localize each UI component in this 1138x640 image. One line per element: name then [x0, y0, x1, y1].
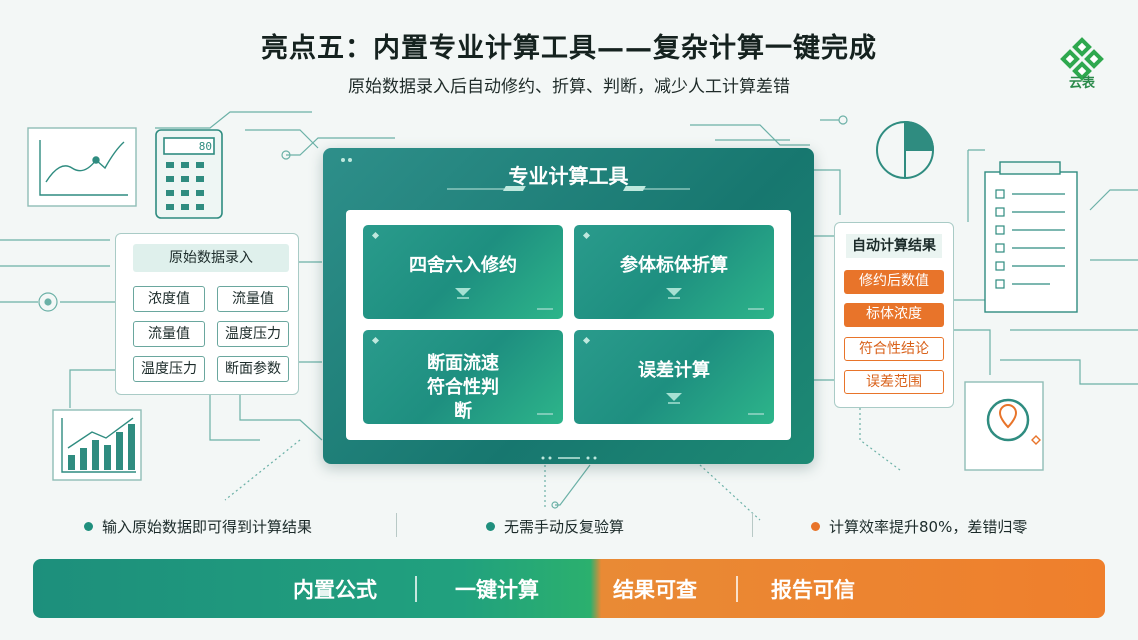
result-item: 标体浓度 [844, 303, 944, 327]
tool-rounding[interactable]: 四舍六入修约 [363, 225, 563, 319]
summary-label: 内置公式 [293, 578, 377, 602]
summary-divider [736, 576, 738, 602]
panel-dots [341, 158, 352, 162]
summary-bar [33, 559, 1105, 618]
bar-chart-card [52, 409, 142, 481]
tool-dash [537, 308, 553, 310]
tool-dash [748, 413, 764, 415]
bullet-icon [84, 522, 93, 531]
tool-label: 误差计算 [638, 360, 710, 381]
param-field[interactable]: 温度压力 [133, 356, 205, 382]
feature-divider [752, 513, 753, 537]
calculator-display: 80 [198, 140, 212, 153]
feature-item: 无需手动反复验算 [486, 516, 624, 537]
calculator-icon [155, 129, 223, 219]
param-field[interactable]: 浓度值 [133, 286, 205, 312]
summary-label: 一键计算 [455, 578, 539, 602]
param-field[interactable]: 流量值 [133, 321, 205, 347]
tool-label: 四舍六入修约 [409, 255, 517, 276]
tool-flow-check[interactable]: 断面流速符合性判断 [363, 330, 563, 424]
pie-chart-icon [876, 120, 935, 179]
raw-data-heading: 原始数据录入 [133, 244, 289, 272]
tool-label: 参体标体折算 [620, 255, 728, 276]
result-item: 误差范围 [844, 370, 944, 394]
summary-label: 报告可信 [771, 578, 855, 602]
feature-item: 输入原始数据即可得到计算结果 [84, 516, 312, 537]
chevron-down-icon [666, 288, 682, 299]
panel-title-underline [447, 186, 690, 191]
diamond-grid-logo-icon [1060, 37, 1104, 81]
panel-title: 专业计算工具 [508, 164, 629, 188]
tool-corner-dot [582, 231, 591, 240]
summary-label: 结果可查 [613, 578, 697, 602]
line-chart-card [27, 127, 137, 207]
result-heading: 自动计算结果 [846, 234, 942, 258]
param-field[interactable]: 流量值 [217, 286, 289, 312]
page-subtitle: 原始数据录入后自动修约、折算、判断，减少人工计算差错 [348, 77, 790, 97]
feature-divider [396, 513, 397, 537]
location-card [964, 381, 1044, 471]
tool-conversion[interactable]: 参体标体折算 [574, 225, 774, 319]
panel-footer-dots [541, 456, 597, 460]
result-item: 符合性结论 [844, 337, 944, 361]
summary-divider [415, 576, 417, 602]
page-title: 亮点五：内置专业计算工具——复杂计算一键完成 [261, 33, 877, 64]
tool-corner-dot [371, 231, 380, 240]
chevron-down-icon [455, 288, 471, 299]
chevron-down-icon [666, 393, 682, 404]
tool-dash [748, 308, 764, 310]
result-item: 修约后数值 [844, 270, 944, 294]
bullet-icon [486, 522, 495, 531]
tool-label: 断面流速符合性判断 [427, 353, 499, 422]
tool-corner-dot [371, 336, 380, 345]
document-icon [984, 161, 1078, 313]
param-field[interactable]: 断面参数 [217, 356, 289, 382]
tool-corner-dot [582, 336, 591, 345]
bullet-icon [811, 522, 820, 531]
logo-text: 云表 [1068, 76, 1095, 91]
tool-dash [537, 413, 553, 415]
param-field[interactable]: 温度压力 [217, 321, 289, 347]
tool-error-calc[interactable]: 误差计算 [574, 330, 774, 424]
feature-item: 计算效率提升80%，差错归零 [811, 516, 1027, 537]
